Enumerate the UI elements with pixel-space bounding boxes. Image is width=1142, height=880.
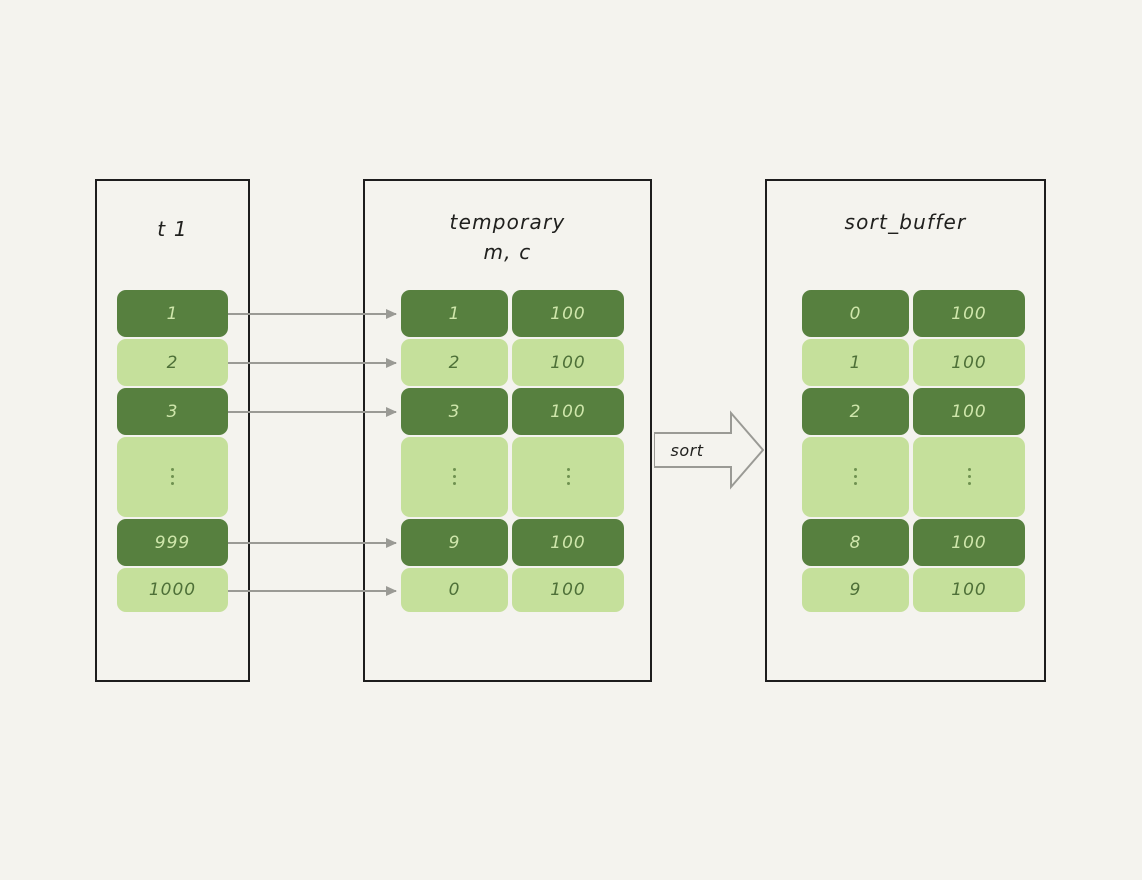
row-cell-c: 100 [512, 519, 624, 566]
table-row[interactable]: 9 100 [802, 568, 1025, 612]
vertical-ellipsis-icon [854, 464, 857, 491]
panel-t1-rows: 1 2 3 999 1000 [117, 290, 228, 612]
sort-block-arrow: sort [654, 410, 764, 490]
row-cell-c: 100 [913, 339, 1025, 386]
row-cell-c: 100 [512, 388, 624, 435]
row-cell-ellipsis [117, 437, 228, 517]
table-row-ellipsis [117, 437, 228, 517]
row-cell-ellipsis [512, 437, 624, 517]
connector-arrow-row-3 [228, 407, 397, 417]
table-row[interactable]: 1 100 [401, 290, 624, 337]
sort-block-arrow-shape [654, 410, 764, 490]
table-row[interactable]: 8 100 [802, 519, 1025, 566]
row-cell-id: 2 [117, 339, 228, 386]
connector-arrow-row-1 [228, 309, 397, 319]
panel-sort-buffer-title: sort_buffer [844, 210, 967, 234]
row-cell-c: 100 [913, 568, 1025, 612]
row-cell-m: 0 [802, 290, 909, 337]
table-row[interactable]: 0 100 [401, 568, 624, 612]
row-cell-ellipsis [802, 437, 909, 517]
row-cell-m: 1 [802, 339, 909, 386]
row-cell-m: 9 [802, 568, 909, 612]
row-cell-m: 0 [401, 568, 508, 612]
row-cell-c: 100 [512, 339, 624, 386]
vertical-ellipsis-icon [566, 464, 570, 491]
row-cell-m: 9 [401, 519, 508, 566]
sort-arrow-label: sort [670, 441, 704, 460]
table-row[interactable]: 1 [117, 290, 228, 337]
table-row-ellipsis [802, 437, 1025, 517]
table-row-ellipsis [401, 437, 624, 517]
table-row[interactable]: 1 100 [802, 339, 1025, 386]
connector-arrow-row-2 [228, 358, 397, 368]
panel-sort-buffer-rows: 0 100 1 100 2 100 8 100 [802, 290, 1025, 612]
table-row[interactable]: 3 [117, 388, 228, 435]
table-row[interactable]: 2 100 [401, 339, 624, 386]
panel-temporary-rows: 1 100 2 100 3 100 9 100 [401, 290, 624, 612]
row-cell-c: 100 [512, 290, 624, 337]
row-cell-c: 100 [913, 388, 1025, 435]
table-row[interactable]: 2 [117, 339, 228, 386]
row-cell-id: 1 [117, 290, 228, 337]
table-row[interactable]: 999 [117, 519, 228, 566]
row-cell-ellipsis [913, 437, 1025, 517]
row-cell-m: 1 [401, 290, 508, 337]
row-cell-c: 100 [913, 290, 1025, 337]
row-cell-id: 999 [117, 519, 228, 566]
connector-arrow-row-999 [228, 538, 397, 548]
row-cell-id: 1000 [117, 568, 228, 612]
row-cell-m: 2 [401, 339, 508, 386]
connector-arrow-row-1000 [228, 586, 397, 596]
vertical-ellipsis-icon [453, 464, 456, 491]
row-cell-c: 100 [512, 568, 624, 612]
row-cell-m: 8 [802, 519, 909, 566]
row-cell-id: 3 [117, 388, 228, 435]
row-cell-ellipsis [401, 437, 508, 517]
row-cell-c: 100 [913, 519, 1025, 566]
panel-temporary-title: temporary m, c [449, 210, 566, 264]
table-row[interactable]: 9 100 [401, 519, 624, 566]
row-cell-m: 3 [401, 388, 508, 435]
row-cell-m: 2 [802, 388, 909, 435]
vertical-ellipsis-icon [967, 464, 971, 491]
vertical-ellipsis-icon [171, 464, 174, 491]
table-row[interactable]: 1000 [117, 568, 228, 612]
table-row[interactable]: 2 100 [802, 388, 1025, 435]
table-row[interactable]: 0 100 [802, 290, 1025, 337]
panel-t1-title: t 1 [157, 217, 188, 241]
table-row[interactable]: 3 100 [401, 388, 624, 435]
